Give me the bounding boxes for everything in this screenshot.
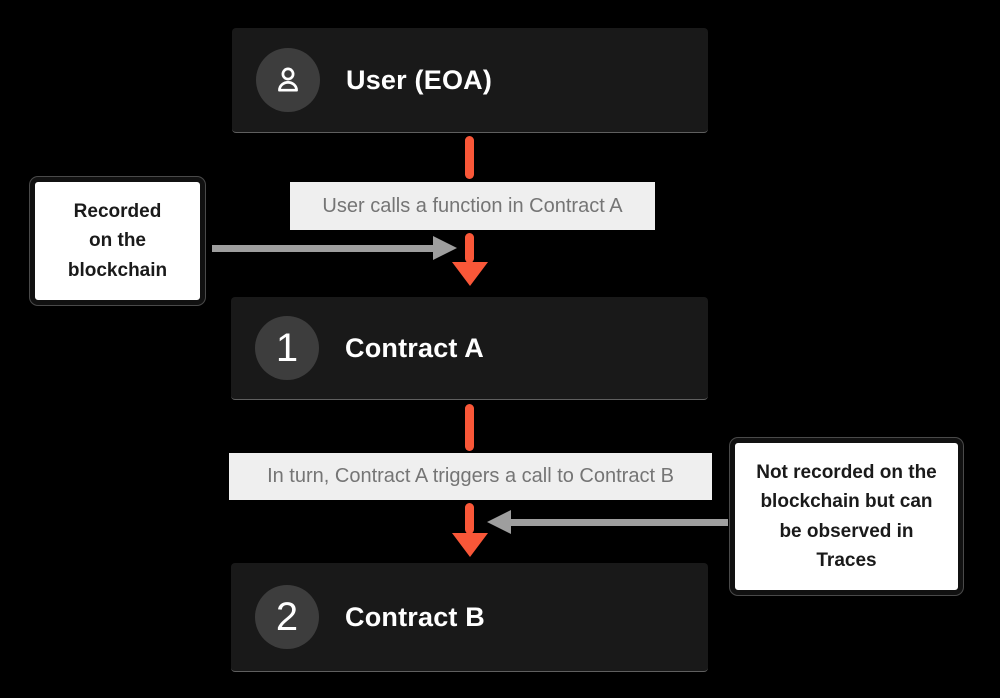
flow-line-contract-a-to-label2 [465,404,474,451]
note-arrow-line-recorded [212,245,434,252]
arrow-down-icon-contract-a [452,262,488,286]
node-title-user-eoa: User (EOA) [346,64,493,95]
note-not-recorded-traces: Not recorded on the blockchain but can b… [730,438,963,595]
note-line: on the [89,230,146,252]
note-line: blockchain but can [760,491,933,513]
step-badge-1: 1 [255,316,319,380]
step-badge-2: 2 [255,585,319,649]
arrow-down-icon-contract-b [452,533,488,557]
note-line: blockchain [67,259,168,281]
node-title-contract-b: Contract B [345,601,486,632]
arrow-left-icon-not-recorded [487,510,511,534]
edge-label-user-calls: User calls a function in Contract A [290,182,655,230]
flow-line-user-to-label1 [465,136,474,179]
node-contract-a: 1 Contract A [231,297,708,400]
step-number: 2 [275,595,299,639]
node-user-eoa: User (EOA) [232,28,708,133]
step-number: 1 [275,326,299,370]
flow-line-label1-to-contract-a [465,233,474,263]
user-icon [278,67,298,92]
arrow-right-icon-recorded [433,236,457,260]
note-line: Not recorded on the [756,461,937,483]
node-title-contract-a: Contract A [345,332,485,363]
note-recorded-on-blockchain: Recorded on the blockchain [30,177,205,305]
note-line: be observed in [779,520,914,542]
node-contract-b: 2 Contract B [231,563,708,672]
note-arrow-line-not-recorded [511,519,728,526]
note-line: Recorded [73,200,162,222]
flow-line-label2-to-contract-b [465,503,474,534]
edge-label-contract-a-triggers: In turn, Contract A triggers a call to C… [229,453,712,500]
user-avatar-badge [256,48,320,112]
note-line: Traces [816,549,877,571]
